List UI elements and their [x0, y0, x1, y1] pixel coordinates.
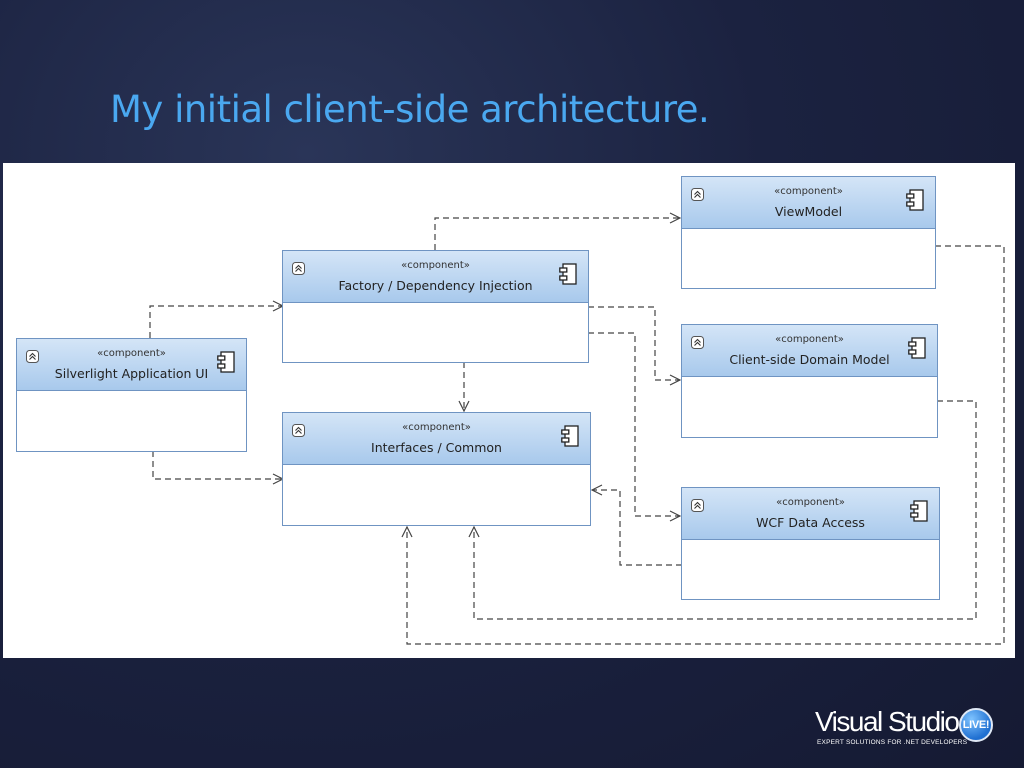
component-header: «component» Client-side Domain Model	[682, 325, 937, 377]
dependency-wcf-to-interfaces	[592, 490, 682, 566]
dependency-factory-to-domain	[588, 306, 680, 380]
uml-component-icon	[906, 189, 924, 215]
uml-component-icon	[561, 425, 579, 451]
collapse-chevron-up-icon[interactable]	[292, 260, 305, 279]
diagram-canvas: «component» Silverlight Application UI «…	[3, 163, 1015, 658]
dependency-domain-to-interfaces	[474, 400, 977, 620]
component-stereotype: «component»	[402, 422, 471, 433]
component-silverlight-application-ui[interactable]: «component» Silverlight Application UI	[16, 338, 247, 452]
slide-title: My initial client-side architecture.	[110, 88, 710, 131]
component-wcf-data-access[interactable]: «component» WCF Data Access	[681, 487, 940, 600]
component-header: «component» Silverlight Application UI	[17, 339, 246, 391]
component-header: «component» Interfaces / Common	[283, 413, 590, 465]
component-stereotype: «component»	[97, 348, 166, 359]
dependency-factory-to-viewmodel	[434, 218, 680, 250]
component-name: WCF Data Access	[756, 515, 865, 530]
dependency-viewmodel-to-interfaces	[407, 245, 1005, 645]
collapse-chevron-up-icon[interactable]	[691, 334, 704, 353]
dependency-factory-to-wcf	[588, 332, 680, 516]
visual-studio-live-logo: Visual Studio LIVE! EXPERT SOLUTIONS FOR…	[815, 706, 1000, 750]
dependency-silverlight-to-factory	[149, 306, 283, 338]
dependency-silverlight-to-interfaces	[152, 451, 283, 479]
component-stereotype: «component»	[776, 497, 845, 508]
component-stereotype: «component»	[774, 186, 843, 197]
component-name: Factory / Dependency Injection	[338, 278, 533, 293]
component-header: «component» WCF Data Access	[682, 488, 939, 540]
collapse-chevron-up-icon[interactable]	[691, 497, 704, 516]
component-header: «component» ViewModel	[682, 177, 935, 229]
uml-component-icon	[217, 351, 235, 377]
component-client-side-domain-model[interactable]: «component» Client-side Domain Model	[681, 324, 938, 438]
uml-component-icon	[910, 500, 928, 526]
collapse-chevron-up-icon[interactable]	[26, 348, 39, 367]
component-name: Client-side Domain Model	[729, 352, 890, 367]
uml-component-icon	[559, 263, 577, 289]
logo-wordmark: Visual Studio	[815, 706, 960, 737]
component-header: «component» Factory / Dependency Injecti…	[283, 251, 588, 303]
component-factory-dependency-injection[interactable]: «component» Factory / Dependency Injecti…	[282, 250, 589, 363]
component-name: Silverlight Application UI	[54, 366, 209, 381]
uml-component-icon	[908, 337, 926, 363]
logo-live-badge: LIVE!	[959, 708, 993, 742]
component-stereotype: «component»	[401, 260, 470, 271]
component-name: ViewModel	[774, 204, 843, 219]
component-viewmodel[interactable]: «component» ViewModel	[681, 176, 936, 289]
component-name: Interfaces / Common	[371, 440, 502, 455]
dependency-connectors	[149, 163, 1005, 645]
component-interfaces-common[interactable]: «component» Interfaces / Common	[282, 412, 591, 526]
logo-tagline: EXPERT SOLUTIONS FOR .NET DEVELOPERS	[817, 739, 968, 746]
collapse-chevron-up-icon[interactable]	[691, 186, 704, 205]
logo-badge-text: LIVE!	[962, 719, 990, 731]
collapse-chevron-up-icon[interactable]	[292, 422, 305, 441]
component-stereotype: «component»	[775, 334, 844, 345]
